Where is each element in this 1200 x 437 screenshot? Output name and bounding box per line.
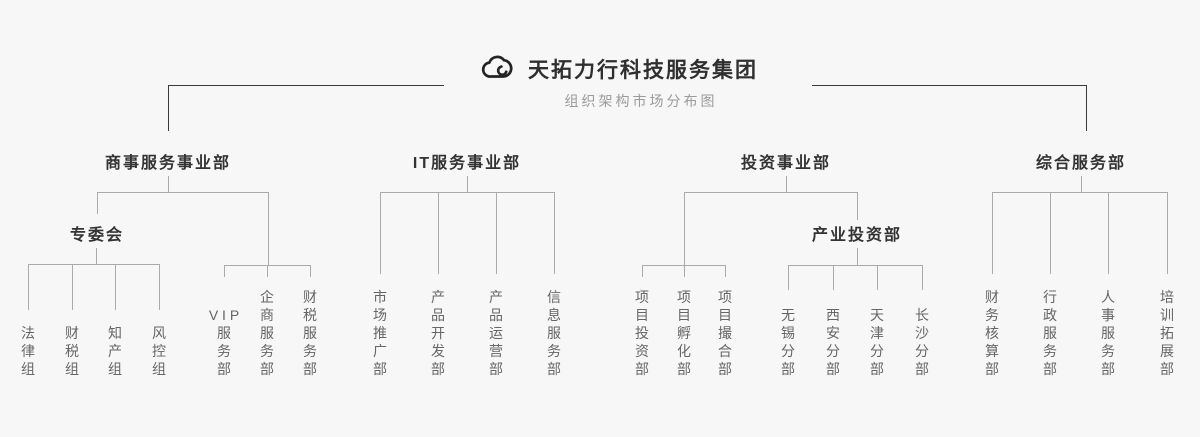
dept-investment: 投资事业部	[740, 155, 832, 172]
connector-line	[1081, 176, 1082, 192]
connector-line	[168, 85, 444, 86]
connector-line	[992, 192, 1167, 193]
leaf-training-dept: 培 训 拓 展 部	[1160, 289, 1174, 377]
connector-line	[168, 85, 169, 131]
dept-general-services: 综合服务部	[1035, 155, 1127, 172]
leaf-finance-tax-service-dept: 财 税 服 务 部	[303, 289, 317, 377]
connector-line	[684, 192, 685, 265]
node-industry-investment: 产业投资部	[811, 227, 903, 244]
leaf-project-investment-dept: 项 目 投 资 部	[635, 289, 649, 377]
connector-line	[97, 192, 268, 193]
connector-line	[812, 85, 1087, 86]
leaf-ip-group: 知 产 组	[108, 325, 122, 377]
leaf-risk-control-group: 风 控 组	[152, 325, 166, 377]
leaf-product-ops-dept: 产 品 运 营 部	[489, 289, 503, 377]
leaf-product-dev-dept: 产 品 开 发 部	[431, 289, 445, 377]
leaf-info-service-dept: 信 息 服 务 部	[547, 289, 561, 377]
company-title: 天拓力行科技服务集团	[528, 59, 758, 82]
connector-line	[28, 264, 159, 265]
leaf-project-matching-dept: 项 目 撮 合 部	[718, 289, 732, 377]
connector-line	[1086, 85, 1087, 131]
connector-line	[642, 265, 725, 266]
connector-line	[833, 265, 834, 290]
leaf-xian-branch: 西 安 分 部	[826, 307, 840, 377]
connector-line	[380, 192, 381, 274]
connector-line	[788, 265, 789, 290]
connector-line	[725, 265, 726, 277]
connector-line	[97, 192, 98, 214]
connector-line	[922, 265, 923, 290]
connector-line	[857, 248, 858, 265]
connector-line	[268, 192, 269, 265]
leaf-hr-service-dept: 人 事 服 务 部	[1101, 289, 1115, 377]
connector-line	[159, 264, 160, 310]
dept-it-services: IT服务事业部	[412, 155, 522, 172]
leaf-finance-accounting-dept: 财 务 核 算 部	[985, 289, 999, 377]
connector-line	[168, 176, 169, 192]
connector-line	[115, 264, 116, 310]
connector-line	[857, 192, 858, 220]
connector-line	[642, 265, 643, 277]
dept-commercial-services: 商事服务事业部	[104, 155, 232, 172]
leaf-changsha-branch: 长 沙 分 部	[915, 307, 929, 377]
connector-line	[310, 265, 311, 277]
connector-line	[467, 176, 468, 192]
leaf-wuxi-branch: 无 锡 分 部	[781, 307, 795, 377]
node-special-committee: 专委会	[69, 227, 125, 244]
leaf-project-incubation-dept: 项 目 孵 化 部	[677, 289, 691, 377]
connector-line	[786, 176, 787, 192]
connector-line	[1050, 192, 1051, 274]
leaf-vip-service-dept: V I P 服 务 部	[208, 307, 240, 377]
leaf-legal-group: 法 律 组	[21, 325, 35, 377]
connector-line	[877, 265, 878, 290]
connector-line	[96, 248, 97, 264]
connector-line	[72, 264, 73, 310]
leaf-finance-tax-group: 财 税 组	[65, 325, 79, 377]
connector-line	[788, 265, 922, 266]
leaf-tianjin-branch: 天 津 分 部	[870, 307, 884, 377]
chart-subtitle: 组织架构市场分布图	[564, 93, 718, 109]
connector-line	[1108, 192, 1109, 274]
connector-line	[28, 264, 29, 310]
leaf-enterprise-service-dept: 企 商 服 务 部	[260, 289, 274, 377]
connector-line	[267, 265, 268, 277]
leaf-marketing-dept: 市 场 推 广 部	[373, 289, 387, 377]
connector-line	[554, 192, 555, 274]
connector-line	[992, 192, 993, 274]
connector-line	[496, 192, 497, 274]
connector-line	[684, 192, 857, 193]
connector-line	[684, 265, 685, 277]
cloud-icon	[481, 55, 513, 78]
leaf-admin-service-dept: 行 政 服 务 部	[1043, 289, 1057, 377]
connector-line	[224, 265, 225, 277]
connector-line	[1167, 192, 1168, 274]
connector-line	[380, 192, 554, 193]
connector-line	[438, 192, 439, 274]
